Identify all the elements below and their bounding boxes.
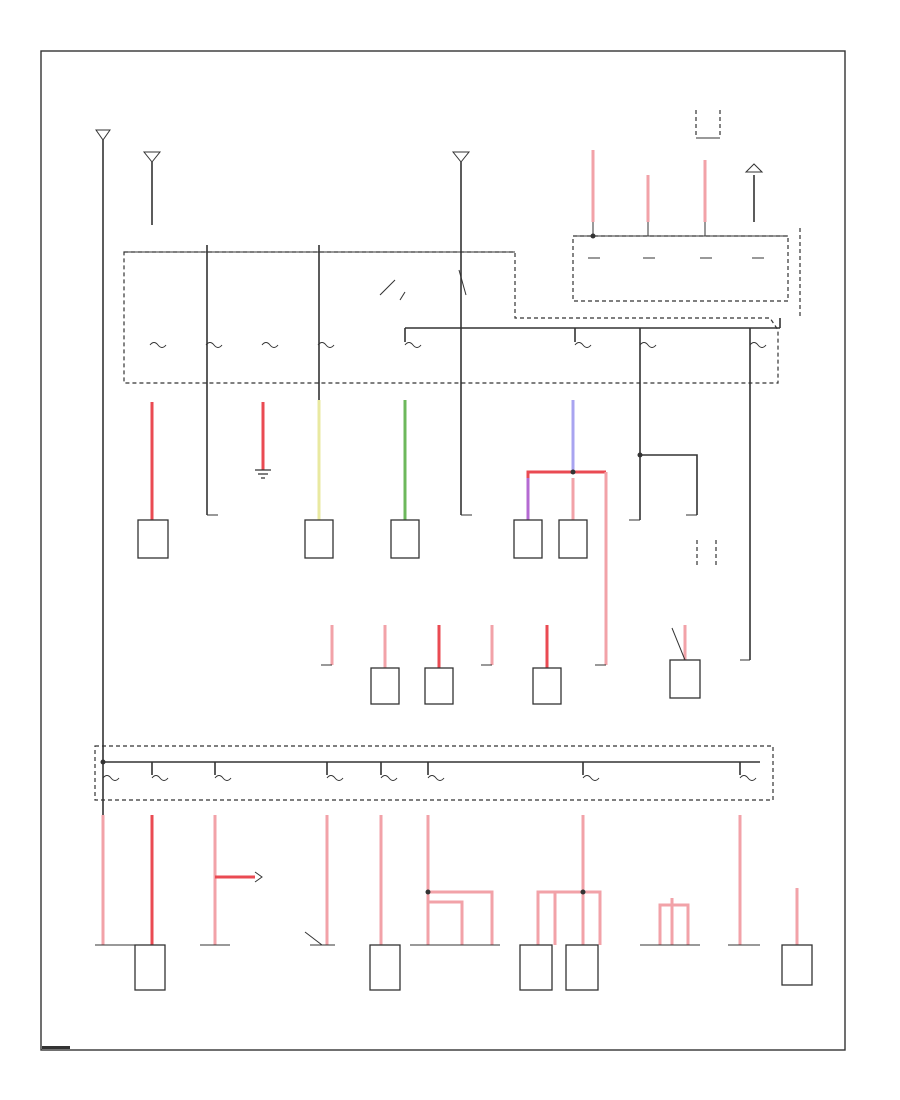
bottom-wires <box>101 815 799 946</box>
lower-fuse-box <box>94 745 774 801</box>
fuse-symbols <box>149 342 767 348</box>
junction-nodes <box>100 233 643 895</box>
middle-wires <box>150 230 751 665</box>
diagram-frame <box>40 50 846 1051</box>
main-fuse-box <box>123 251 781 384</box>
ignition-source-left <box>142 151 162 225</box>
battery-source-left <box>95 129 111 230</box>
row3-wires <box>330 625 687 668</box>
row3-components <box>321 659 750 705</box>
fuse-box-top-right <box>572 228 801 318</box>
middle-components <box>137 514 697 559</box>
footer-mark <box>42 1046 70 1049</box>
bottom-components <box>95 944 813 991</box>
top-right-feeds <box>591 110 764 236</box>
ignition-source-center <box>451 151 471 230</box>
